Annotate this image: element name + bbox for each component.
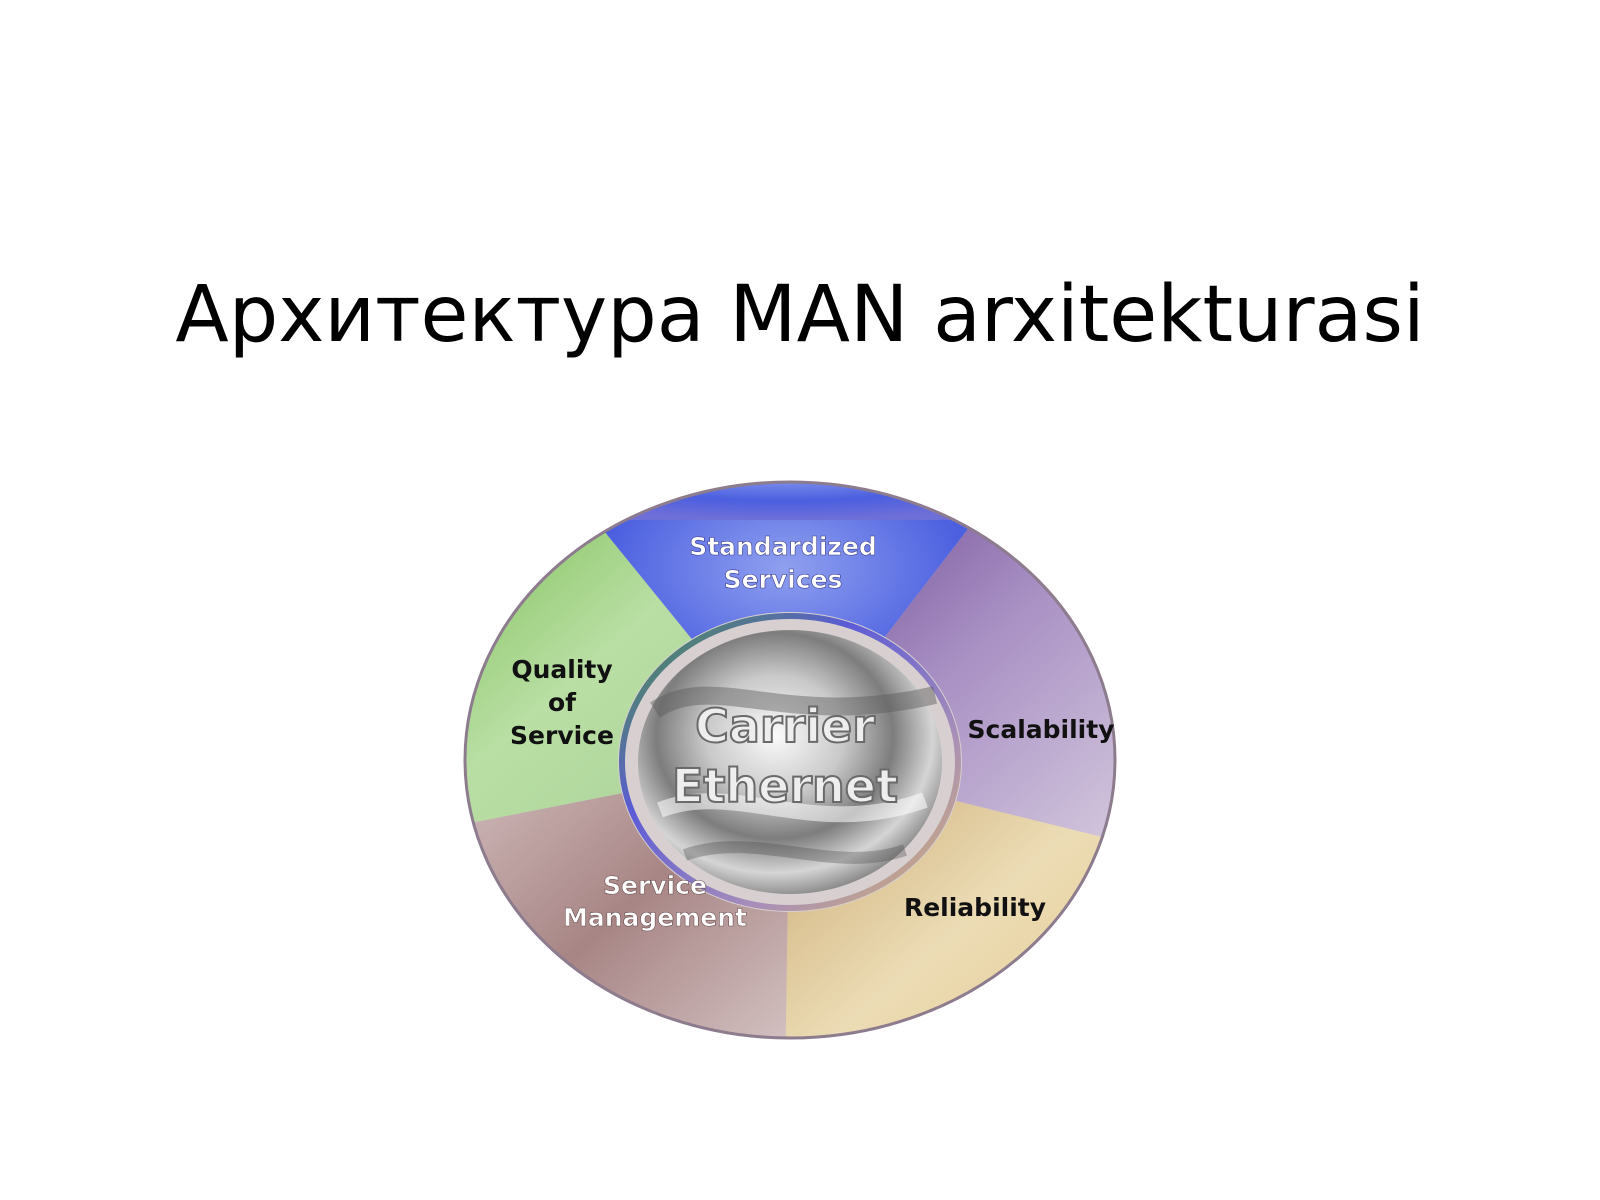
diagram-svg: Carrier Ethernet Standardized Services S… (463, 480, 1117, 1040)
label-scalability: Scalability (968, 715, 1115, 744)
label-quality-line2: of (548, 688, 577, 717)
label-standardized-line1: Standardized (689, 532, 877, 561)
center-label-line2: Ethernet (672, 759, 898, 813)
label-service-management-line1: Service (603, 871, 707, 900)
slide-title: Архитектура MAN arxitekturasi (175, 270, 1425, 360)
carrier-ethernet-diagram: Carrier Ethernet Standardized Services S… (455, 480, 1135, 1060)
outer-rim (463, 480, 1117, 1040)
label-quality-line1: Quality (511, 655, 612, 684)
center-wave-2 (657, 792, 928, 823)
center-disc (638, 630, 942, 894)
label-reliability: Reliability (904, 893, 1046, 922)
label-quality-line3: Service (510, 721, 614, 750)
center-wave-3 (682, 841, 908, 864)
center-label-line1: Carrier (695, 699, 875, 753)
segment-standardized-services-top (595, 482, 975, 520)
label-service-management-line2: Management (563, 903, 747, 932)
label-standardized-line2: Services (724, 565, 843, 594)
center-wave-1 (650, 686, 938, 718)
inner-ring-rim (619, 613, 961, 911)
